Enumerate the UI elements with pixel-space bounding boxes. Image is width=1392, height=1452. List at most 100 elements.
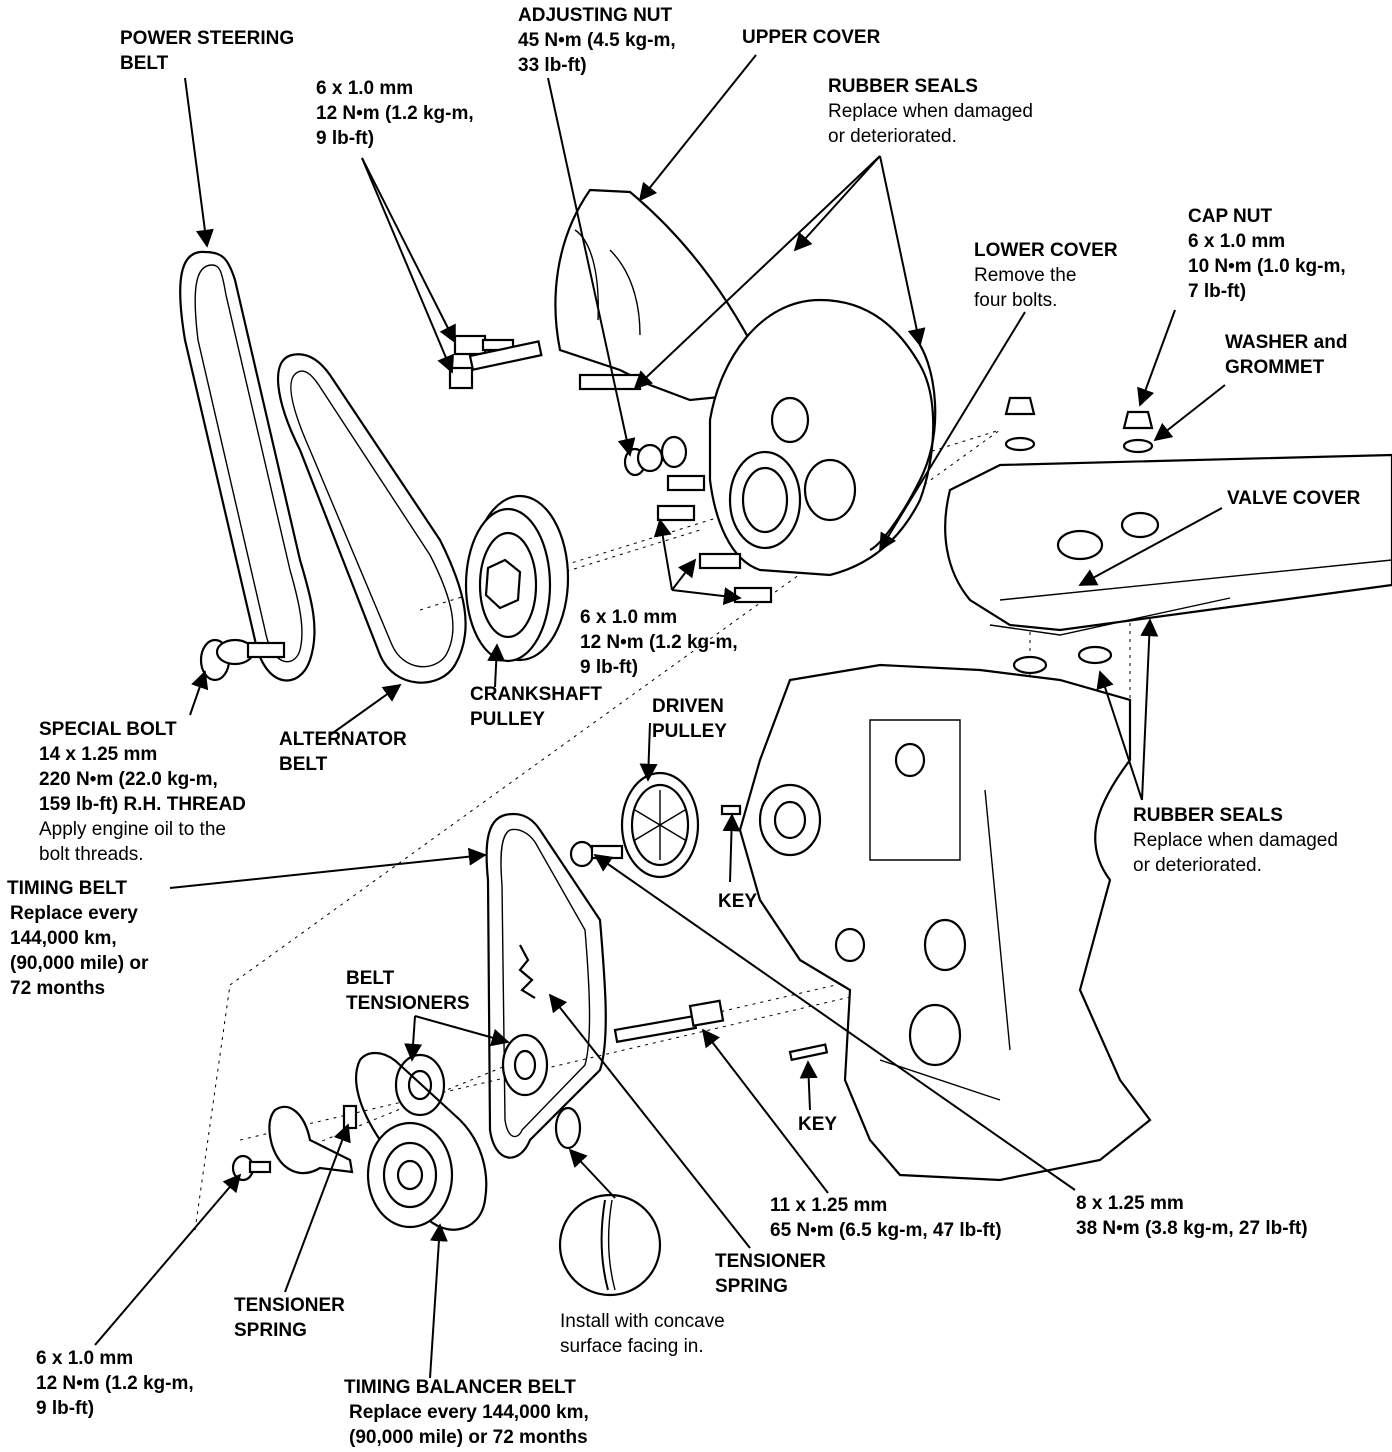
bolt-6x1-bottom-line3: 9 lb-ft) xyxy=(36,1398,95,1419)
timing-belt-note2: 144,000 km, xyxy=(10,928,117,949)
washer-grommet-line1: WASHER and xyxy=(1225,332,1348,353)
leader-lines xyxy=(94,54,1226,1379)
driven-pulley-line2: PULLEY xyxy=(652,721,727,742)
tensioner-spring-left-line2: SPRING xyxy=(234,1320,307,1341)
engine-block-drawing xyxy=(738,663,1152,1182)
special-bolt-line3: 220 N•m (22.0 kg-m, xyxy=(39,769,218,790)
alternator-belt-line1: ALTERNATOR xyxy=(279,729,407,750)
bolt-6x1-mid-line1: 6 x 1.0 mm xyxy=(580,607,678,628)
label-valve-cover: VALVE COVER xyxy=(1227,486,1360,511)
cap-nut-line4: 7 lb-ft) xyxy=(1188,281,1247,302)
timing-balancer-belt-drawing xyxy=(268,1052,488,1231)
label-bolt-6x1-bottom: 6 x 1.0 mm 12 N•m (1.2 kg-m, 9 lb-ft) xyxy=(36,1346,194,1421)
cap-nuts-drawing xyxy=(1004,396,1154,454)
key-upper-drawing xyxy=(720,804,742,816)
rubber-seals-bottom-note2: or deteriorated. xyxy=(1133,855,1262,876)
label-crankshaft-pulley: CRANKSHAFT PULLEY xyxy=(470,682,602,732)
label-timing-belt: TIMING BELT Replace every 144,000 km, (9… xyxy=(7,876,148,1001)
adjusting-nut-title: ADJUSTING NUT xyxy=(518,5,673,26)
key-lower-drawing xyxy=(788,1043,829,1062)
bolt-6x1-bottom-line2: 12 N•m (1.2 kg-m, xyxy=(36,1373,194,1394)
adjusting-nut-spec-line2: 33 lb-ft) xyxy=(518,55,587,76)
bolt-6x1-top-line3: 9 lb-ft) xyxy=(316,128,375,149)
crankshaft-pulley-line1: CRANKSHAFT xyxy=(470,684,602,705)
lower-cover-bolts-drawing xyxy=(656,474,773,604)
label-bolt-6x1-top: 6 x 1.0 mm 12 N•m (1.2 kg-m, 9 lb-ft) xyxy=(316,76,474,151)
label-timing-balancer-belt: TIMING BALANCER BELT Replace every 144,0… xyxy=(344,1375,589,1450)
bolt-6x1-top-line1: 6 x 1.0 mm xyxy=(316,78,414,99)
timing-belt-note4: 72 months xyxy=(10,978,106,999)
label-key-lower: KEY xyxy=(798,1112,837,1137)
label-driven-pulley: DRIVEN PULLEY xyxy=(652,694,727,744)
bolt-6x1-bottom-line1: 6 x 1.0 mm xyxy=(36,1348,134,1369)
label-alternator-belt: ALTERNATOR BELT xyxy=(279,727,407,777)
timing-balancer-belt-title: TIMING BALANCER BELT xyxy=(344,1377,576,1398)
belt-tensioners-drawing xyxy=(394,1033,549,1117)
timing-balancer-note2: (90,000 mile) or 72 months xyxy=(349,1427,588,1448)
bolt-8x125-line1: 8 x 1.25 mm xyxy=(1076,1193,1184,1214)
tensioner-spring-left-line1: TENSIONER xyxy=(234,1295,345,1316)
label-rubber-seals-bottom: RUBBER SEALS Replace when damaged or det… xyxy=(1133,803,1338,878)
label-install-note: Install with concave surface facing in. xyxy=(560,1309,725,1359)
special-bolt-line4: 159 lb-ft) R.H. THREAD xyxy=(39,794,246,815)
cap-nut-line3: 10 N•m (1.0 kg-m, xyxy=(1188,256,1346,277)
bolt-6x1-mid-line2: 12 N•m (1.2 kg-m, xyxy=(580,632,738,653)
label-cap-nut: CAP NUT 6 x 1.0 mm 10 N•m (1.0 kg-m, 7 l… xyxy=(1188,204,1346,304)
key-upper-title: KEY xyxy=(718,891,758,912)
label-power-steering-belt: POWER STEERING BELT xyxy=(120,26,294,76)
label-tensioner-spring-left: TENSIONER SPRING xyxy=(234,1293,345,1343)
driven-pulley-drawing xyxy=(620,771,700,879)
rubber-seals-top-title: RUBBER SEALS xyxy=(828,76,978,97)
alternator-belt-line2: BELT xyxy=(279,754,328,775)
cap-nut-line2: 6 x 1.0 mm xyxy=(1188,231,1286,252)
timing-belt-drawing xyxy=(485,812,607,1159)
bolt-6x1-top-line2: 12 N•m (1.2 kg-m, xyxy=(316,103,474,124)
upper-cover-title: UPPER COVER xyxy=(742,27,881,48)
lower-cover-drawing xyxy=(708,298,935,577)
seal-small-drawing xyxy=(554,1106,582,1150)
special-bolt-line2: 14 x 1.25 mm xyxy=(39,744,158,765)
key-lower-title: KEY xyxy=(798,1114,838,1135)
timing-belt-note3: (90,000 mile) or xyxy=(10,953,149,974)
bolt-8x125-drawing xyxy=(569,840,624,868)
label-belt-tensioners: BELT TENSIONERS xyxy=(346,966,470,1016)
lower-seals-drawing xyxy=(1012,645,1113,675)
special-bolt-drawing xyxy=(199,638,286,682)
label-bolt-6x1-mid: 6 x 1.0 mm 12 N•m (1.2 kg-m, 9 lb-ft) xyxy=(580,605,738,680)
lower-cover-note2: four bolts. xyxy=(974,290,1058,311)
install-detail-circle xyxy=(558,1193,662,1297)
belt-tensioners-line1: BELT xyxy=(346,968,395,989)
driven-pulley-line1: DRIVEN xyxy=(652,696,724,717)
rubber-seals-bottom-note1: Replace when damaged xyxy=(1133,830,1338,851)
label-upper-cover: UPPER COVER xyxy=(742,25,880,50)
special-bolt-note1: Apply engine oil to the xyxy=(39,819,226,840)
label-washer-grommet: WASHER and GROMMET xyxy=(1225,330,1347,380)
bolt-11x125-line2: 65 N•m (6.5 kg-m, 47 lb-ft) xyxy=(770,1220,1002,1241)
install-note-line1: Install with concave xyxy=(560,1311,725,1332)
label-key-upper: KEY xyxy=(718,889,757,914)
timing-balancer-note1: Replace every 144,000 km, xyxy=(349,1402,589,1423)
valve-cover-drawing xyxy=(944,453,1392,636)
rubber-seals-top-note2: or deteriorated. xyxy=(828,126,957,147)
adjusting-nut-spec-line1: 45 N•m (4.5 kg-m, xyxy=(518,30,676,51)
lower-cover-title: LOWER COVER xyxy=(974,240,1118,261)
rubber-seals-bottom-title: RUBBER SEALS xyxy=(1133,805,1283,826)
valve-cover-title: VALVE COVER xyxy=(1227,488,1361,509)
label-special-bolt: SPECIAL BOLT 14 x 1.25 mm 220 N•m (22.0 … xyxy=(39,717,246,867)
label-rubber-seals-top: RUBBER SEALS Replace when damaged or det… xyxy=(828,74,1033,149)
power-steering-belt-drawing xyxy=(179,250,316,682)
special-bolt-line1: SPECIAL BOLT xyxy=(39,719,177,740)
crankshaft-pulley-drawing xyxy=(464,494,570,663)
crankshaft-pulley-line2: PULLEY xyxy=(470,709,545,730)
power-steering-belt-line2: BELT xyxy=(120,53,169,74)
lower-cover-note1: Remove the xyxy=(974,265,1077,286)
timing-belt-title: TIMING BELT xyxy=(7,878,127,899)
bolt-8x125-line2: 38 N•m (3.8 kg-m, 27 lb-ft) xyxy=(1076,1218,1308,1239)
upper-bolts-drawing xyxy=(448,334,543,390)
stud-11x125-drawing xyxy=(613,999,725,1044)
label-lower-cover: LOWER COVER Remove the four bolts. xyxy=(974,238,1118,313)
power-steering-belt-line1: POWER STEERING xyxy=(120,28,295,49)
washer-grommet-line2: GROMMET xyxy=(1225,357,1325,378)
install-note-line2: surface facing in. xyxy=(560,1336,704,1357)
